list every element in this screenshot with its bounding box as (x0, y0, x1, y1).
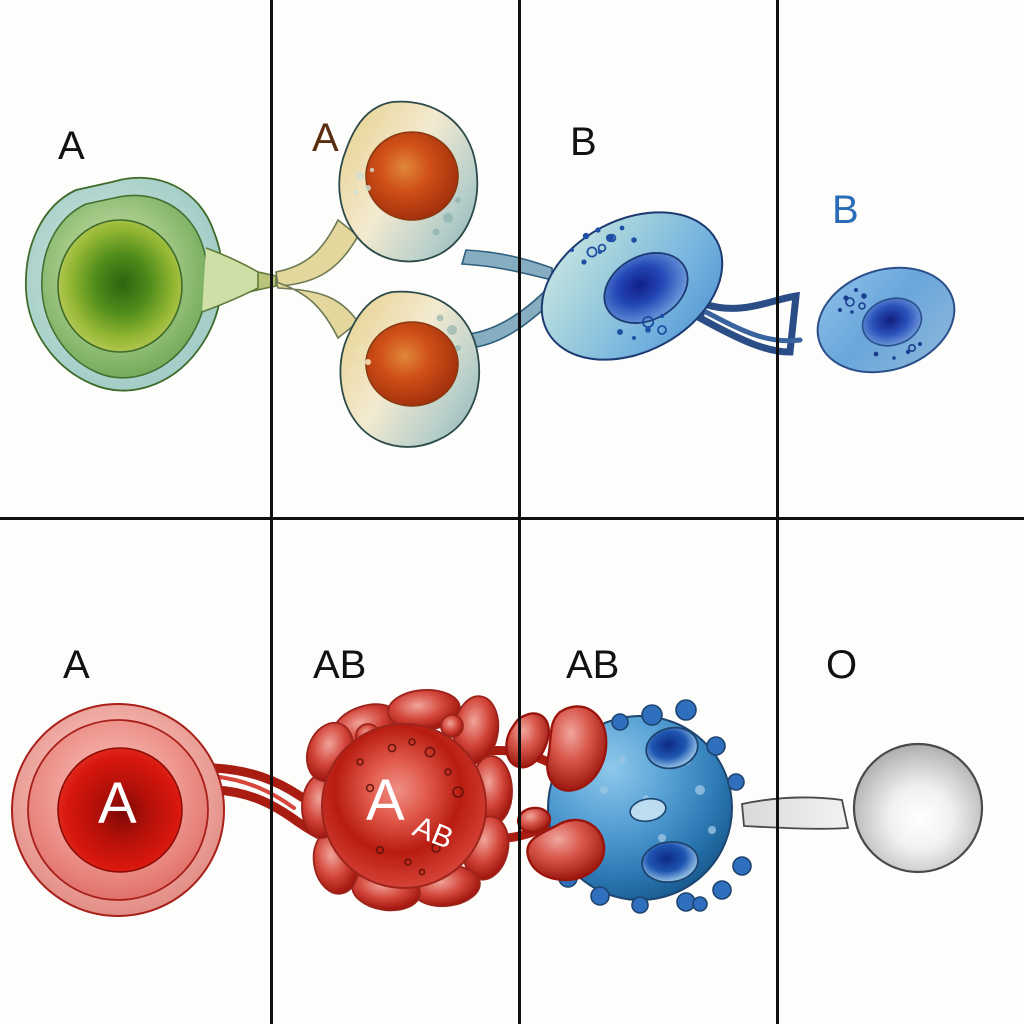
panel-label-bottom-4: O (826, 643, 858, 687)
green-layered-cell (25, 177, 259, 392)
panel-label-top-1: A (58, 124, 85, 168)
blue-oval-cell-small (816, 266, 956, 374)
grid-vertical-line-3 (776, 0, 779, 1024)
amber-nucleus-cell-upper (338, 100, 479, 263)
panel-label-top-4: B (832, 188, 859, 232)
panel-label-bottom-1: A (63, 643, 90, 687)
red-blood-cell-A (11, 703, 225, 917)
grid-vertical-line-1 (270, 0, 273, 1024)
red-lobes (505, 705, 608, 882)
blue-oval-cell-large (540, 211, 724, 361)
panel-label-bottom-2: AB (313, 643, 367, 687)
red-blood-cell-AB-cluster (301, 688, 513, 912)
amber-nucleus-cell-lower (339, 290, 480, 448)
panel-label-top-2: A (312, 116, 339, 160)
grid-vertical-line-2 (518, 0, 521, 1024)
cell-inner-text-A-left: A (98, 771, 137, 836)
vacuoles (641, 726, 699, 884)
panel-label-bottom-3: AB (566, 643, 620, 687)
blue-leukocyte-with-red-lobes (505, 699, 752, 914)
cell-inner-text-A-ab: A (366, 768, 405, 833)
grey-blank-cell-O (852, 742, 984, 874)
panel-label-top-3: B (570, 120, 597, 164)
grid-horizontal-line-1 (0, 517, 1024, 520)
